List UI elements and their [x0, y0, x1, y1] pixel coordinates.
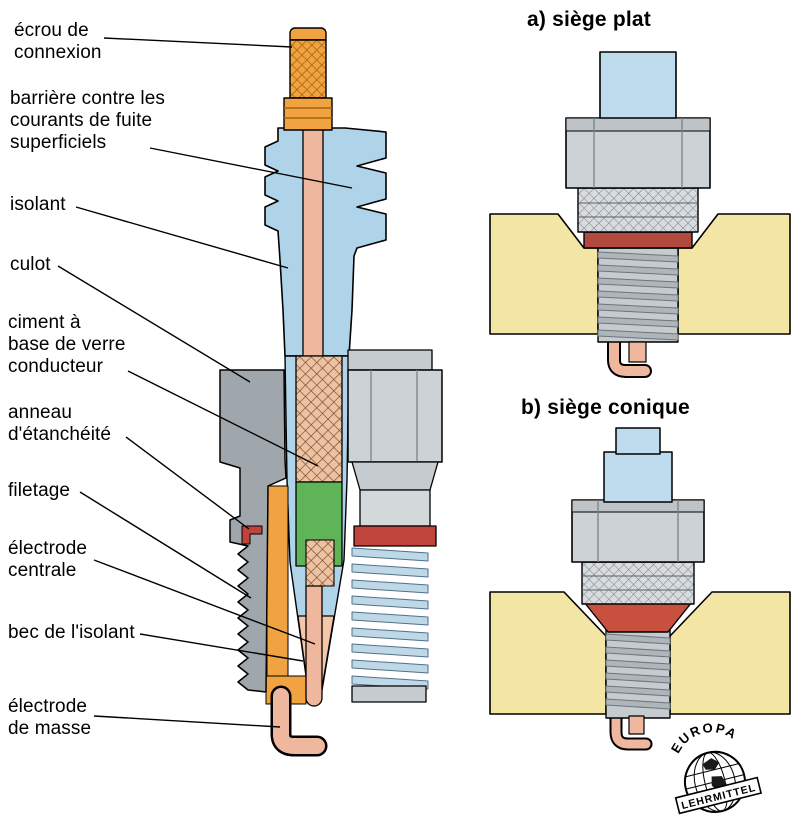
shell-taper	[351, 461, 439, 491]
label-culot: culot	[10, 254, 51, 275]
leader-bec	[139, 633, 304, 662]
terminal-nut-collar	[283, 97, 333, 131]
seat-gasket	[583, 231, 693, 249]
leader-filetage	[79, 491, 252, 599]
spark-plug-cutaway	[219, 27, 443, 757]
label-electrode-masse: électrode de masse	[8, 696, 92, 739]
label-ecrou-de-connexion: écrou de connexion	[14, 20, 102, 63]
center-electrode	[305, 585, 323, 707]
leader-isolant	[75, 206, 289, 269]
shell-bottom-rim	[351, 685, 427, 703]
insulator-top	[599, 51, 677, 119]
leader-electrode-masse	[93, 715, 281, 728]
label-isolant: isolant	[10, 194, 66, 215]
leader-anneau	[125, 436, 250, 530]
electrode-head	[305, 539, 335, 587]
inner-seal-ring	[241, 525, 263, 545]
leader-culot	[57, 265, 251, 383]
cylinder-head-left	[489, 591, 607, 715]
panel-a-title: a) siège plat	[527, 8, 651, 31]
ground-electrode	[611, 709, 651, 749]
leader-barriere	[149, 147, 353, 189]
shell-crimp	[347, 349, 433, 371]
label-ciment-verre: ciment à base de verre conducteur	[8, 312, 126, 377]
packing-seal	[266, 485, 289, 693]
conical-seat	[583, 601, 693, 633]
logo-banner	[674, 776, 763, 815]
leader-ecrou	[103, 37, 293, 48]
logo-top-text: EUROPA	[663, 712, 743, 758]
land-shape	[702, 758, 720, 770]
label-barriere-courants: barrière contre les courants de fuite su…	[10, 88, 166, 153]
shell-cylinder	[359, 489, 431, 527]
label-anneau-etancheite: anneau d'étanchéité	[8, 402, 112, 445]
ground-electrode	[273, 688, 325, 754]
thread-exterior	[351, 547, 429, 690]
center-electrode-tip	[628, 341, 647, 363]
leader-electrode-centrale	[93, 559, 316, 645]
leader-lines	[57, 37, 353, 728]
terminal-nut-cap	[289, 27, 327, 41]
label-bec-isolant: bec de l'isolant	[8, 622, 135, 643]
leader-ciment	[127, 370, 319, 467]
label-electrode-centrale: électrode centrale	[8, 538, 88, 581]
insulator-upper	[264, 127, 387, 357]
cylinder-head-right	[669, 591, 791, 715]
insulator-tip-top	[615, 427, 661, 455]
panel-b-title: b) siège conique	[521, 396, 690, 419]
conductive-cement	[295, 355, 343, 483]
crimp-zone	[577, 187, 699, 233]
panel-conical-seat	[489, 427, 791, 751]
ground-electrode	[609, 335, 650, 376]
hex-chamfer	[565, 117, 711, 132]
terminal-nut-knurl	[289, 39, 327, 99]
label-filetage: filetage	[8, 480, 71, 501]
crimp-zone	[581, 561, 695, 605]
gasket-ring	[353, 525, 437, 547]
panel-flat-seat	[489, 51, 791, 378]
shell-hex	[347, 369, 443, 463]
publisher-logo: EUROPA LEHRMITTEL	[663, 712, 763, 815]
insulator-top	[603, 451, 673, 503]
center-electrode-tip	[628, 715, 645, 735]
terminal-stud	[302, 127, 324, 357]
